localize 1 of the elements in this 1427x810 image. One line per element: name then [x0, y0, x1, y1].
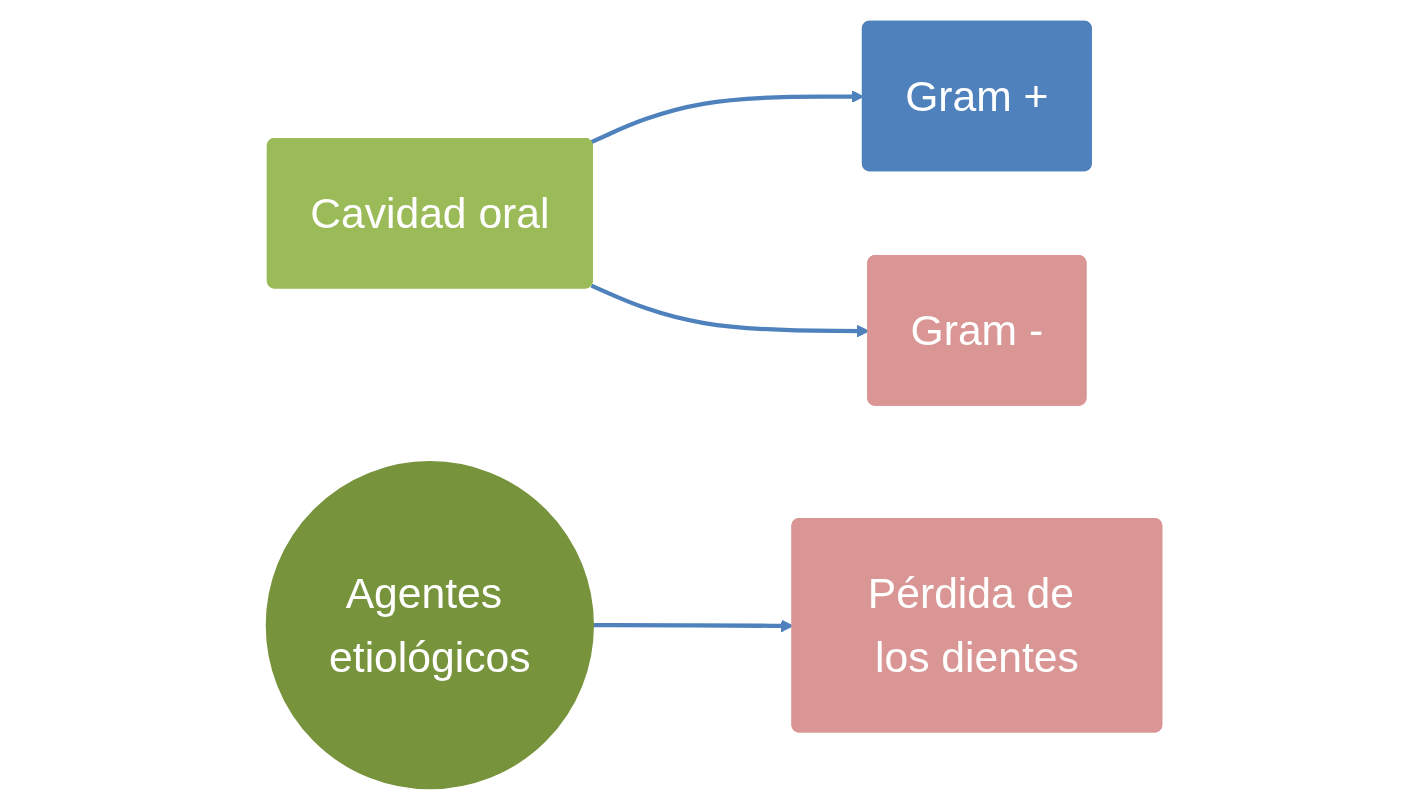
node-circle: Agentes etiológicos [265, 461, 594, 790]
